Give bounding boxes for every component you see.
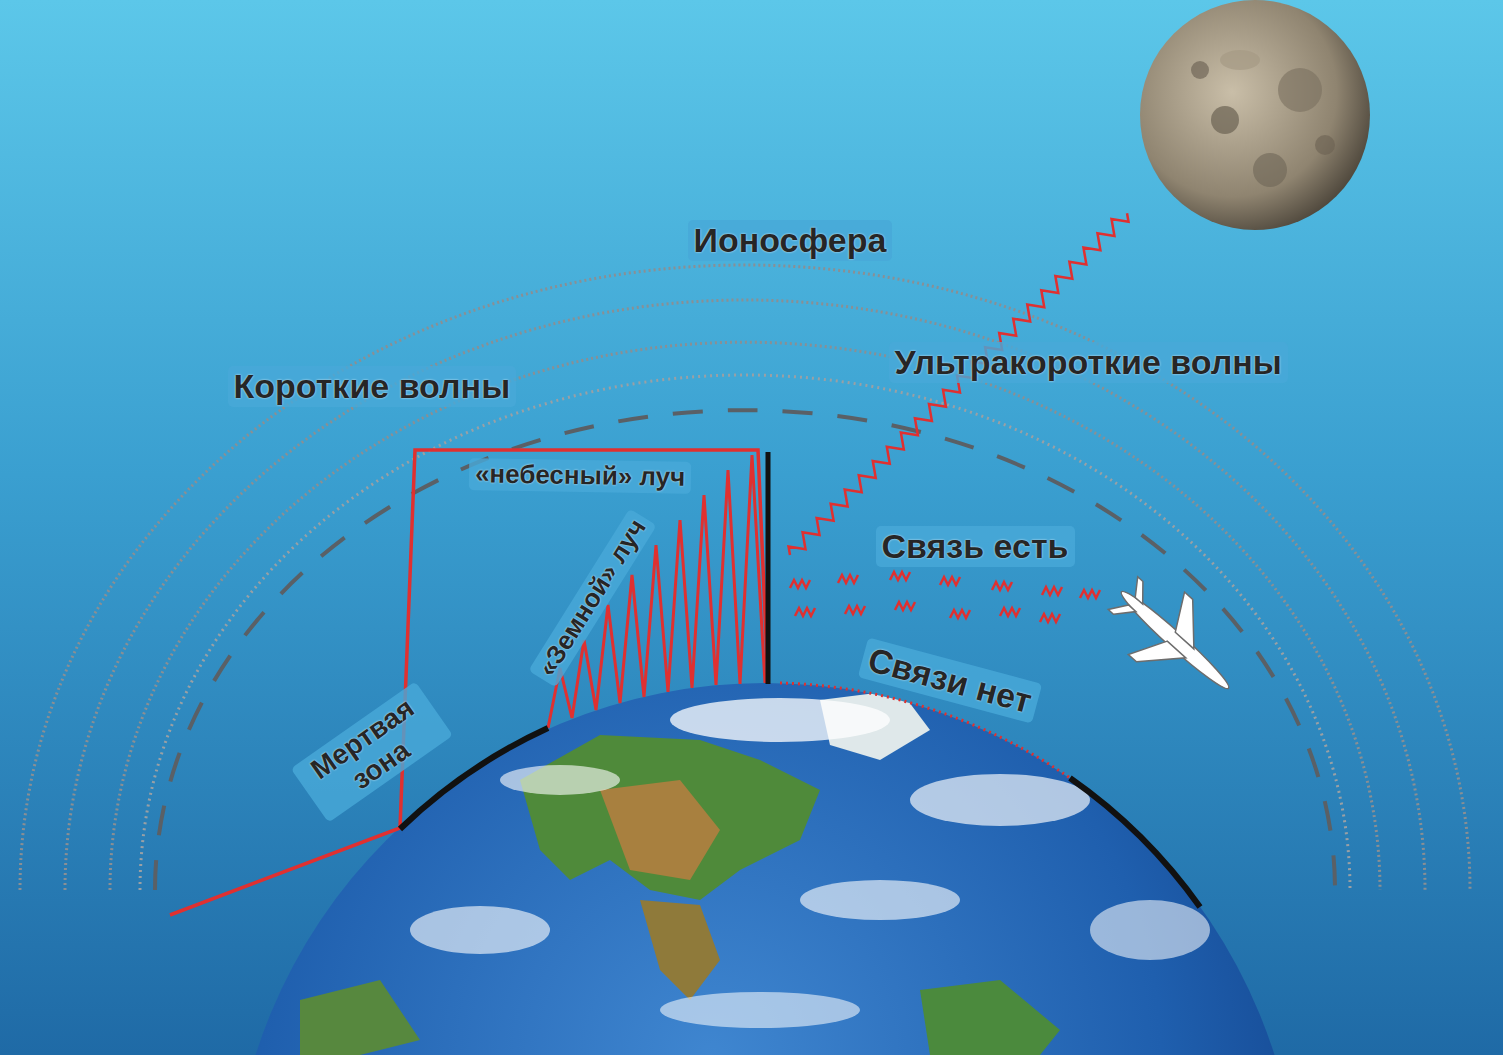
zone-label: Мертвая зона <box>291 681 454 823</box>
airplane <box>1093 561 1256 720</box>
shadow-zone-mark <box>1070 778 1200 907</box>
uhf-squiggles <box>790 572 1100 622</box>
link-status-label: Связи нет <box>858 637 1042 723</box>
ray-label: «небесный» луч <box>469 458 692 494</box>
ray-label: «Земной» луч <box>528 508 656 687</box>
wave-type-label: Короткие волны <box>228 366 517 407</box>
uhf-wave <box>785 208 1132 560</box>
moon <box>1140 0 1370 230</box>
layer-title: Ионосфера <box>688 220 893 261</box>
wave-type-label: Ультракороткие волны <box>889 342 1288 383</box>
sky-ray <box>170 450 768 915</box>
link-status-label: Связь есть <box>876 526 1075 567</box>
antenna <box>766 452 771 684</box>
